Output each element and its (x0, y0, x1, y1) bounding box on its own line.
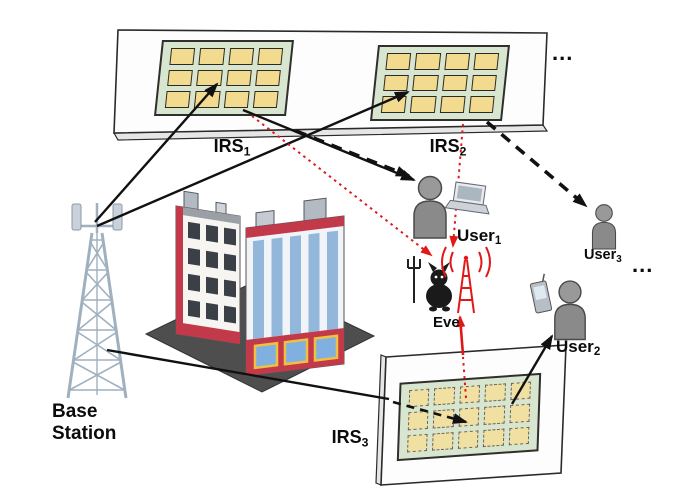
user3-label: User3 (584, 247, 622, 265)
eve-devil-icon (407, 256, 452, 312)
building-left-windows (188, 221, 236, 324)
irs1-label: IRS1 (196, 136, 268, 158)
tower-legs (66, 232, 128, 399)
building-right-stripes (253, 230, 338, 340)
radio-waves-icon (441, 246, 491, 278)
building-right (245, 197, 345, 377)
edge-panel-to-user1-dashed (295, 129, 411, 178)
user1-label: User1 (457, 226, 501, 247)
user2-icon (554, 280, 586, 341)
edge-irs3-to-user2 (510, 334, 554, 405)
building-left-roofband (176, 206, 240, 225)
edge-irs2-to-user3-dashed (485, 120, 588, 208)
edge-bs-to-irs3 (106, 348, 390, 401)
irs2-label-sub: 2 (459, 144, 467, 159)
irs2-label-base: IRS (429, 136, 460, 156)
tower-rungs (69, 239, 125, 391)
building-right-shop-windows (253, 334, 339, 370)
user2-label: User2 (556, 337, 600, 358)
edge-irs2-to-eve-dotted (449, 123, 464, 248)
building-right-rooftrim (246, 215, 344, 238)
irs3-label-sub: 3 (361, 435, 369, 450)
edge-irs3-to-eve-solid (456, 315, 466, 356)
eve-label: Eve (433, 314, 460, 331)
edge-irs3-internal-dashed (392, 400, 468, 424)
edge-bs-to-irs1 (94, 82, 219, 223)
tower-braces (69, 241, 125, 391)
antenna-panel-left (71, 203, 82, 231)
phone-icon (529, 273, 553, 314)
eve-antenna-icon (441, 246, 491, 314)
irs1-label-base: IRS (213, 136, 244, 156)
user3-label-base: User (584, 247, 617, 263)
edge-bs-to-irs2 (96, 90, 410, 228)
irs3-label-base: IRS (331, 427, 362, 447)
user2-label-base: User (556, 337, 594, 356)
irs2-label: IRS2 (412, 136, 484, 158)
buildings (144, 190, 376, 393)
user1-label-sub: 1 (494, 235, 502, 248)
building-left-baseband (176, 322, 240, 345)
edge-irs1-to-eve-dotted (251, 115, 433, 257)
links-layer (94, 82, 588, 424)
user1-icon (413, 175, 447, 239)
edge-irs3-to-eve-dotted (462, 356, 467, 399)
ellipsis-mid-right: ... (632, 252, 654, 277)
ellipsis-top-right: ... (552, 40, 574, 65)
user3-icon (591, 204, 617, 250)
user3-label-sub: 3 (616, 253, 622, 265)
irs1-label-sub: 1 (243, 144, 251, 159)
building-left-redstrip (176, 206, 183, 336)
user2-label-sub: 2 (593, 346, 601, 359)
irs3-label: IRS3 (320, 427, 380, 449)
laptop-icon (444, 181, 490, 215)
base-station-label: Base Station (52, 401, 117, 444)
base-station-tower (66, 203, 128, 399)
user1-label-base: User (457, 226, 495, 245)
building-left (175, 190, 241, 345)
